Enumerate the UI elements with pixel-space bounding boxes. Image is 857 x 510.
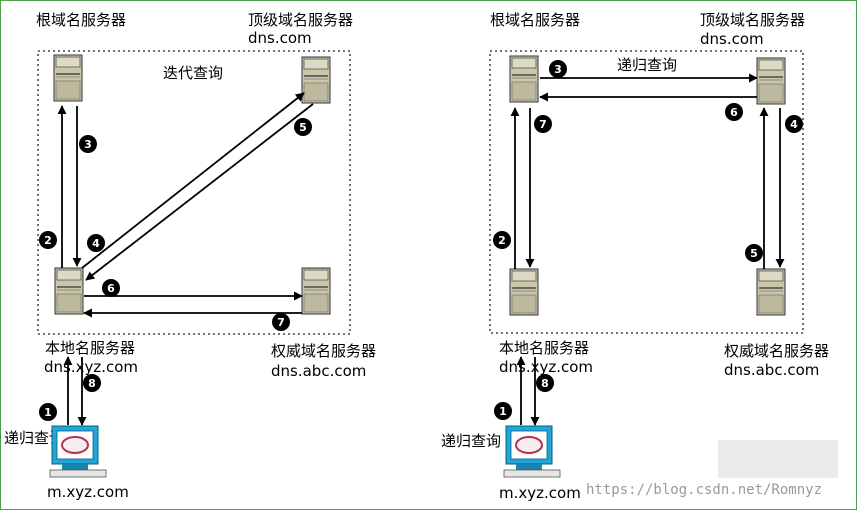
svg-text:7: 7 xyxy=(539,118,547,131)
right-step-badge-2: 2 xyxy=(493,231,511,249)
right-local-server-icon xyxy=(509,268,539,316)
left-auth-server-label: 权威域名服务器 xyxy=(271,342,376,360)
right-step-badge-5: 5 xyxy=(745,244,763,262)
right-step-badge-3: 3 xyxy=(549,60,567,78)
right-method-label: 递归查询 xyxy=(617,56,677,74)
left-step-badge-6: 6 xyxy=(102,279,120,297)
left-client-computer-icon xyxy=(49,425,107,478)
watermark-backdrop xyxy=(718,440,838,478)
left-dns-hierarchy-box xyxy=(37,50,351,335)
left-tld-server-icon xyxy=(301,56,331,104)
right-step-badge-1: 1 xyxy=(494,402,512,420)
right-client-query-label: 递归查询 xyxy=(441,432,501,450)
left-auth-domain: dns.abc.com xyxy=(271,362,366,380)
svg-text:8: 8 xyxy=(88,377,96,390)
left-method-label: 迭代查询 xyxy=(163,64,223,82)
left-step-badge-4: 4 xyxy=(87,234,105,252)
left-step-badge-3: 3 xyxy=(79,135,97,153)
svg-text:5: 5 xyxy=(299,121,307,134)
svg-text:7: 7 xyxy=(277,316,285,329)
svg-text:2: 2 xyxy=(498,234,506,247)
right-step-badge-6: 6 xyxy=(725,103,743,121)
left-local-server-icon xyxy=(54,267,84,315)
right-client-computer-icon xyxy=(503,425,561,478)
left-root-server-label: 根域名服务器 xyxy=(36,11,126,29)
svg-text:1: 1 xyxy=(44,406,52,419)
left-auth-server-icon xyxy=(301,267,331,315)
svg-text:4: 4 xyxy=(92,237,100,250)
left-root-server-icon xyxy=(53,54,83,102)
right-root-server-icon xyxy=(509,55,539,103)
right-step-badge-8: 8 xyxy=(536,374,554,392)
right-dns-hierarchy-box xyxy=(489,50,804,334)
left-step-badge-1: 1 xyxy=(39,403,57,421)
left-tld-server-label: 顶级域名服务器 xyxy=(248,11,353,29)
svg-text:6: 6 xyxy=(107,282,115,295)
right-auth-server-icon xyxy=(756,268,786,316)
right-client-domain: m.xyz.com xyxy=(499,484,581,502)
left-tld-domain: dns.com xyxy=(248,29,312,47)
right-step-badge-7: 7 xyxy=(534,115,552,133)
watermark-text: https://blog.csdn.net/Romnyz xyxy=(586,482,822,498)
right-auth-domain: dns.abc.com xyxy=(724,361,819,379)
svg-text:3: 3 xyxy=(554,63,562,76)
svg-text:2: 2 xyxy=(44,234,52,247)
right-auth-server-label: 权威域名服务器 xyxy=(724,342,829,360)
left-local-server-label: 本地名服务器 xyxy=(45,339,135,357)
svg-text:8: 8 xyxy=(541,377,549,390)
svg-text:5: 5 xyxy=(750,247,758,260)
left-arrow-5 xyxy=(85,103,314,281)
svg-text:6: 6 xyxy=(730,106,738,119)
left-step-badge-2: 2 xyxy=(39,231,57,249)
left-step-badge-5: 5 xyxy=(294,118,312,136)
svg-text:1: 1 xyxy=(499,405,507,418)
left-step-badge-7: 7 xyxy=(272,313,290,331)
right-tld-server-icon xyxy=(756,57,786,105)
right-local-domain: dns.xyz.com xyxy=(499,358,593,376)
left-client-query-label: 递归查询 xyxy=(4,429,64,447)
left-step-badge-8: 8 xyxy=(83,374,101,392)
right-local-server-label: 本地名服务器 xyxy=(499,339,589,357)
right-tld-server-label: 顶级域名服务器 xyxy=(700,11,805,29)
left-arrow-4 xyxy=(81,92,305,269)
right-root-server-label: 根域名服务器 xyxy=(490,11,580,29)
svg-text:3: 3 xyxy=(84,138,92,151)
right-tld-domain: dns.com xyxy=(700,30,764,48)
left-client-domain: m.xyz.com xyxy=(47,483,129,501)
svg-text:4: 4 xyxy=(790,118,798,131)
left-local-domain: dns.xyz.com xyxy=(44,358,138,376)
right-step-badge-4: 4 xyxy=(785,115,803,133)
